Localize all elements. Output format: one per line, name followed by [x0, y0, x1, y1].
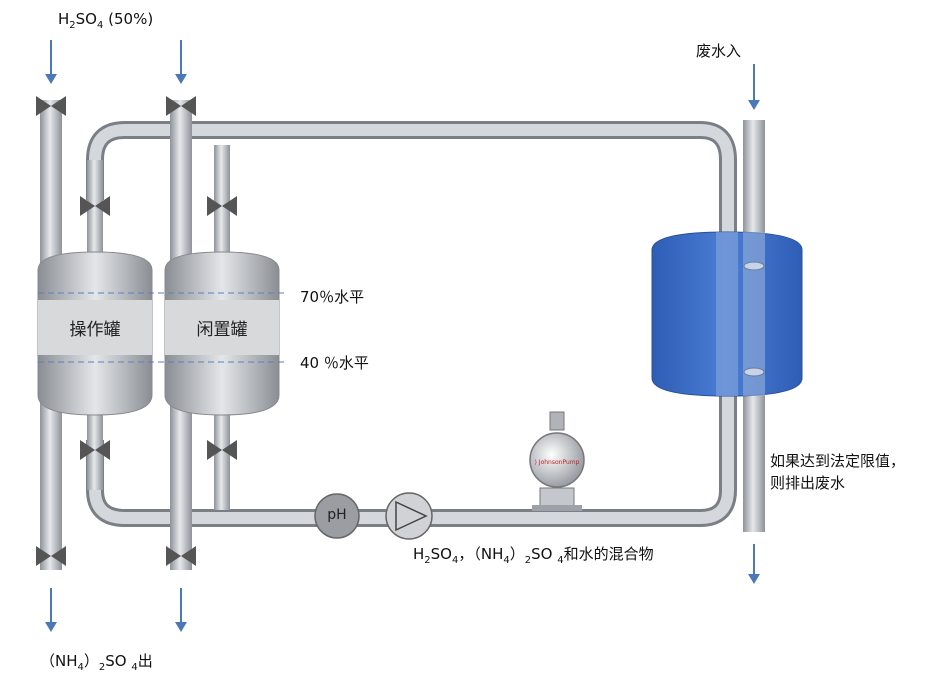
- arrow-discharge: [748, 544, 760, 584]
- valve-tank2-outlet[interactable]: [207, 440, 237, 460]
- operating-tank-label: 操作罐: [69, 320, 121, 340]
- discharge-label-line2: 则排出废水: [770, 474, 846, 492]
- valve-right-bottom[interactable]: [166, 546, 196, 566]
- level-70-label: 70％水平: [300, 288, 365, 306]
- waste-in-label: 废水入: [696, 42, 742, 60]
- valve-left-top[interactable]: [36, 96, 66, 116]
- ph-meter: [314, 493, 360, 539]
- level-40-label: 40 ％水平: [300, 354, 369, 372]
- acid-input-label: H2SO4 (50%): [58, 10, 154, 31]
- valve-tank2-inlet[interactable]: [207, 196, 237, 216]
- arrow-acid-in-left: [45, 40, 57, 84]
- arrow-out-right: [175, 588, 187, 632]
- valve-tank1-outlet[interactable]: [80, 440, 110, 460]
- idle-tank-label: 闲置罐: [196, 320, 248, 340]
- output-label: （NH4）2SO 4出: [40, 652, 153, 673]
- level-lines: [38, 292, 285, 363]
- discharge-label-line1: 如果达到法定限值，: [770, 452, 906, 470]
- valve-tank1-inlet[interactable]: [80, 196, 110, 216]
- arrow-out-left: [45, 588, 57, 632]
- valve-right-top[interactable]: [166, 96, 196, 116]
- arrow-acid-in-right: [175, 40, 187, 84]
- ph-label: pH: [327, 507, 347, 523]
- valve-left-bottom[interactable]: [36, 546, 66, 566]
- waste-tank: [651, 231, 803, 397]
- flow-gauge: ⟩ JohnsonPump: [529, 411, 585, 511]
- svg-text:⟩ JohnsonPump: ⟩ JohnsonPump: [535, 459, 580, 466]
- mixture-label: H2SO4，（NH4）2SO 4和水的混合物: [413, 545, 654, 566]
- arrow-waste-in: [748, 64, 760, 110]
- tank-connector-pipes: [87, 145, 230, 510]
- circulation-pump: [385, 492, 433, 540]
